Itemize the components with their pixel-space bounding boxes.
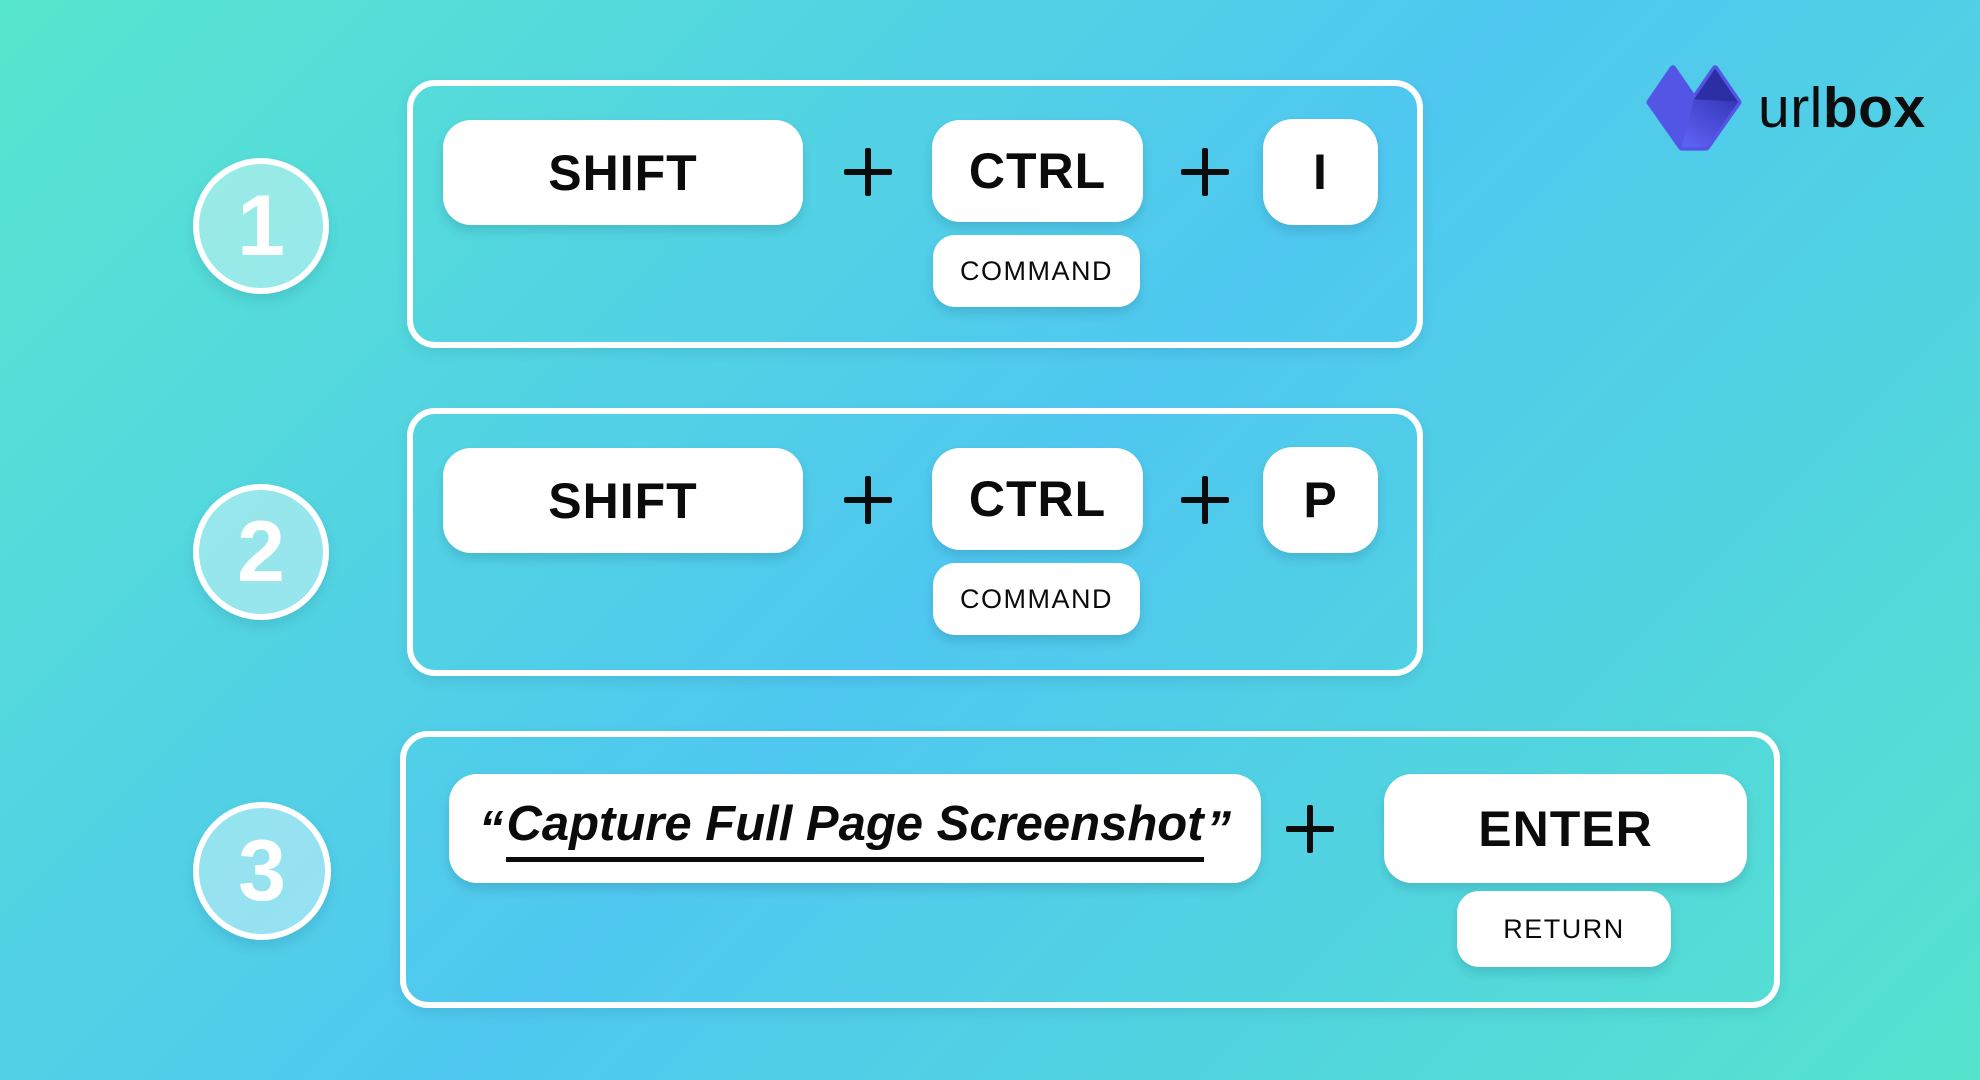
menu-command-text: Capture Full Page Screenshot xyxy=(506,796,1204,862)
brand-prefix: url xyxy=(1758,75,1823,140)
plus-icon xyxy=(1181,148,1229,196)
plus-icon xyxy=(844,148,892,196)
step-2-panel xyxy=(407,408,1423,676)
step-2-badge: 2 xyxy=(193,484,329,620)
key-i: I xyxy=(1263,119,1378,225)
key-return-label: RETURN xyxy=(1503,913,1625,944)
key-ctrl: CTRL xyxy=(932,448,1143,550)
key-enter: ENTER xyxy=(1384,774,1747,883)
key-enter-label: ENTER xyxy=(1478,800,1653,857)
key-shift: SHIFT xyxy=(443,120,803,225)
key-command: COMMAND xyxy=(933,563,1140,635)
key-shift-label: SHIFT xyxy=(548,144,698,201)
key-ctrl-label: CTRL xyxy=(968,471,1107,527)
plus-icon xyxy=(844,476,892,524)
open-quote: “ xyxy=(478,801,504,856)
key-ctrl-label: CTRL xyxy=(968,143,1107,199)
step-3-panel xyxy=(400,731,1780,1008)
key-ctrl: CTRL xyxy=(932,120,1143,222)
key-i-label: I xyxy=(1313,144,1328,200)
step-1-badge: 1 xyxy=(193,158,329,294)
close-quote: ” xyxy=(1206,801,1232,856)
key-command-label: COMMAND xyxy=(960,583,1113,614)
plus-icon xyxy=(1286,805,1334,853)
urlbox-icon xyxy=(1646,65,1742,151)
brand-name: urlbox xyxy=(1758,76,1926,137)
step-1-number: 1 xyxy=(237,178,285,274)
key-shift: SHIFT xyxy=(443,448,803,553)
menu-item-capture-full-page-screenshot: “Capture Full Page Screenshot” xyxy=(449,774,1261,883)
key-shift-label: SHIFT xyxy=(548,472,698,529)
plus-icon xyxy=(1181,476,1229,524)
step-3-number: 3 xyxy=(238,823,286,919)
step-2-number: 2 xyxy=(237,504,285,600)
key-p: P xyxy=(1263,447,1378,553)
key-command: COMMAND xyxy=(933,235,1140,307)
brand-suffix: box xyxy=(1822,75,1926,140)
key-return: RETURN xyxy=(1457,891,1671,967)
step-3-badge: 3 xyxy=(193,802,331,940)
urlbox-logo: urlbox xyxy=(1646,58,1926,154)
step-1-panel xyxy=(407,80,1423,348)
key-p-label: P xyxy=(1303,472,1338,528)
key-command-label: COMMAND xyxy=(960,255,1113,286)
